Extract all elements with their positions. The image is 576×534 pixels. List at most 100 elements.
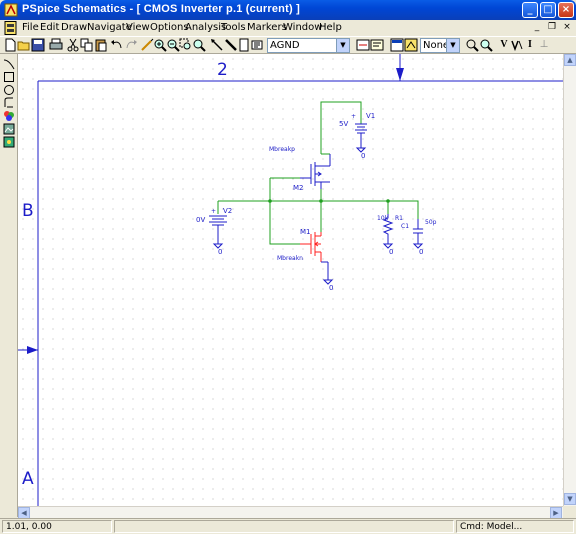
c1-capacitor[interactable] bbox=[412, 219, 424, 249]
scroll-up-icon[interactable]: ▲ bbox=[564, 54, 576, 66]
border-zone-label-a: A bbox=[22, 469, 34, 489]
m2-name: M2 bbox=[293, 184, 304, 192]
v2-ground-label: 0 bbox=[218, 248, 222, 256]
zoom-probe-icon[interactable] bbox=[465, 38, 479, 52]
insert-image-icon[interactable] bbox=[3, 136, 15, 148]
document-icon[interactable] bbox=[4, 21, 17, 35]
m1-nmos[interactable] bbox=[300, 232, 322, 262]
v1-source[interactable] bbox=[355, 112, 367, 153]
junction-r1 bbox=[386, 199, 390, 203]
new-icon[interactable] bbox=[3, 38, 17, 52]
color-palette-icon[interactable] bbox=[3, 110, 15, 122]
vertical-scrollbar[interactable]: ▲ ▼ bbox=[563, 54, 576, 506]
enable-bias-display-icon[interactable] bbox=[404, 38, 418, 52]
draw-arc-icon[interactable] bbox=[3, 97, 15, 109]
border-zone-label-b: B bbox=[22, 201, 34, 221]
wire-input-output bbox=[218, 200, 419, 219]
edit-symbol-icon[interactable] bbox=[356, 38, 370, 52]
voltage-marker-button[interactable]: V bbox=[500, 39, 508, 50]
undo-icon[interactable] bbox=[110, 38, 124, 52]
scroll-corner bbox=[563, 506, 576, 518]
v2-name: V2 bbox=[223, 207, 232, 215]
m1-model: Mbreakn bbox=[277, 255, 303, 262]
setup-analysis-icon[interactable] bbox=[370, 38, 384, 52]
find-icon[interactable] bbox=[479, 38, 493, 52]
command-status: Cmd: Model... bbox=[456, 520, 574, 533]
cut-icon[interactable] bbox=[66, 38, 80, 52]
copy-icon[interactable] bbox=[80, 38, 94, 52]
border-zone-arrow-top bbox=[396, 68, 404, 81]
simulate-icon[interactable] bbox=[390, 38, 404, 52]
close-button[interactable]: × bbox=[558, 2, 574, 18]
current-marker-button[interactable]: I bbox=[528, 39, 532, 50]
zoom-out-icon[interactable] bbox=[166, 38, 180, 52]
menu-help[interactable]: Help bbox=[319, 22, 342, 33]
zoom-area-icon[interactable] bbox=[179, 38, 193, 52]
print-icon[interactable] bbox=[49, 38, 63, 52]
menu-options[interactable]: Options bbox=[150, 22, 189, 33]
draw-box-icon[interactable] bbox=[3, 71, 15, 83]
menu-navigate[interactable]: Navigate bbox=[87, 22, 132, 33]
zoom-in-icon[interactable] bbox=[153, 38, 167, 52]
menu-markers[interactable]: Markers bbox=[247, 22, 287, 33]
mdi-close-button[interactable]: × bbox=[563, 22, 571, 32]
paste-icon[interactable] bbox=[94, 38, 108, 52]
schematic-canvas[interactable]: 2 B A + V1 5V 0 bbox=[18, 54, 563, 506]
m1-name: M1 bbox=[300, 228, 311, 236]
schematic-drawing: 2 B A + V1 5V 0 bbox=[18, 54, 563, 506]
redo-icon[interactable] bbox=[124, 38, 138, 52]
c1-name: C1 bbox=[401, 223, 409, 230]
m2-pmos[interactable] bbox=[300, 154, 331, 189]
c1-value: 50p bbox=[425, 219, 437, 226]
pspice-app-icon bbox=[4, 3, 18, 17]
save-icon[interactable] bbox=[31, 38, 45, 52]
r1-ground-label: 0 bbox=[389, 248, 393, 256]
v1-plus-sign: + bbox=[351, 113, 356, 120]
insert-picture-icon[interactable] bbox=[3, 123, 15, 135]
r1-value: 10k bbox=[377, 215, 389, 222]
zoom-fit-icon[interactable] bbox=[192, 38, 206, 52]
junction-output bbox=[319, 199, 323, 203]
menu-view[interactable]: View bbox=[126, 22, 150, 33]
get-part-icon[interactable] bbox=[250, 38, 264, 52]
junction-gate bbox=[268, 199, 272, 203]
mdi-restore-button[interactable]: ❐ bbox=[547, 22, 557, 32]
minimize-button[interactable]: _ bbox=[522, 2, 538, 18]
wires bbox=[217, 101, 419, 245]
c1-ground-label: 0 bbox=[419, 248, 423, 256]
probe-button[interactable]: ⊥ bbox=[539, 39, 549, 50]
draw-wire-tool-icon[interactable] bbox=[210, 38, 224, 52]
part-name-value: AGND bbox=[270, 40, 300, 51]
cursor-coordinates: 1.01, 0.00 bbox=[2, 520, 112, 533]
menu-bar: File Edit Draw Navigate View Options Ana… bbox=[0, 20, 576, 36]
r1-resistor[interactable] bbox=[382, 214, 394, 249]
part-name-combo[interactable]: AGND ▼ bbox=[267, 38, 350, 53]
maximize-button[interactable]: □ bbox=[540, 2, 556, 18]
menu-tools[interactable]: Tools bbox=[221, 22, 246, 33]
draw-line-icon[interactable] bbox=[3, 58, 15, 70]
scroll-down-icon[interactable]: ▼ bbox=[564, 493, 576, 505]
draw-bus-icon[interactable] bbox=[224, 38, 238, 52]
v2-source[interactable] bbox=[209, 215, 227, 249]
menu-analysis[interactable]: Analysis bbox=[185, 22, 227, 33]
draw-circle-icon[interactable] bbox=[3, 84, 15, 96]
menu-file[interactable]: File bbox=[22, 22, 39, 33]
v2-plus-sign: + bbox=[211, 208, 216, 215]
mdi-minimize-button[interactable]: _ bbox=[534, 22, 540, 32]
border-zone-label-top: 2 bbox=[217, 60, 228, 80]
menu-edit[interactable]: Edit bbox=[40, 22, 60, 33]
marker-combo[interactable]: None ▼ bbox=[420, 38, 460, 53]
open-icon[interactable] bbox=[17, 38, 31, 52]
r1-name: R1 bbox=[395, 215, 403, 222]
draw-wire-icon[interactable] bbox=[140, 38, 154, 52]
voltage-differential-marker-icon[interactable] bbox=[510, 38, 524, 52]
v2-value: 0V bbox=[196, 216, 205, 224]
menu-window[interactable]: Window bbox=[283, 22, 323, 33]
chevron-down-icon[interactable]: ▼ bbox=[446, 39, 459, 52]
draw-block-icon[interactable] bbox=[237, 38, 251, 52]
chevron-down-icon[interactable]: ▼ bbox=[336, 39, 349, 52]
horizontal-scrollbar[interactable]: ◀ ▶ bbox=[18, 506, 563, 519]
menu-draw[interactable]: Draw bbox=[61, 22, 88, 33]
m1-ground bbox=[321, 261, 334, 285]
wire-vdd bbox=[320, 101, 362, 154]
